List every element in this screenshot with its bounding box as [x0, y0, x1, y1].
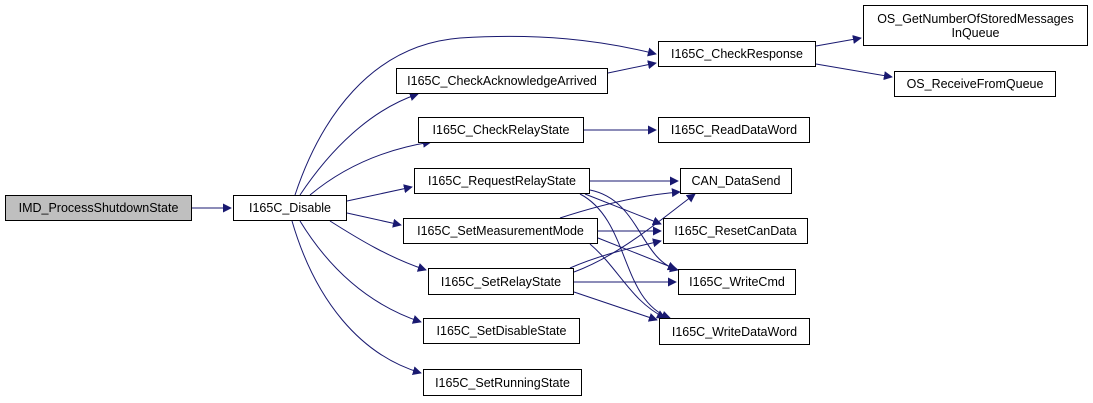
node-label: IMD_ProcessShutdownState [18, 201, 179, 215]
edge-set-measurement-mode-to-write-data-word [589, 243, 666, 319]
node-i165c-set-measurement-mode[interactable]: I165C_SetMeasurementMode [403, 218, 598, 244]
node-can-data-send[interactable]: CAN_DataSend [680, 168, 792, 194]
node-label: I165C_SetDisableState [436, 324, 567, 338]
edge-set-relay-state-to-can-data-send [573, 193, 696, 273]
node-label: I165C_SetMeasurementMode [417, 224, 584, 238]
node-label: OS_GetNumberOfStoredMessages InQueue [877, 11, 1074, 40]
edge-check-response-to-os-get-number [815, 34, 862, 47]
node-label: I165C_CheckAcknowledgeArrived [407, 74, 597, 88]
edge-disable-to-set-disable-state [299, 220, 422, 324]
edge-set-relay-state-to-write-data-word [573, 291, 658, 322]
node-label: I165C_WriteCmd [689, 275, 785, 289]
node-label: I165C_CheckRelayState [432, 123, 570, 137]
node-label: CAN_DataSend [691, 174, 781, 188]
call-edges [192, 34, 893, 376]
node-i165c-write-data-word[interactable]: I165C_WriteDataWord [659, 318, 810, 345]
edge-disable-to-check-response [294, 35, 657, 196]
node-i165c-set-disable-state[interactable]: I165C_SetDisableState [423, 318, 580, 344]
node-os-get-number-of-stored-messages-in-queue[interactable]: OS_GetNumberOfStoredMessages InQueue [863, 5, 1088, 46]
node-os-receive-from-queue[interactable]: OS_ReceiveFromQueue [894, 71, 1056, 97]
node-label: OS_ReceiveFromQueue [906, 77, 1044, 91]
node-i165c-disable[interactable]: I165C_Disable [233, 195, 347, 221]
node-i165c-reset-can-data[interactable]: I165C_ResetCanData [663, 218, 808, 244]
edge-check-acknowledge-to-check-response [607, 60, 657, 74]
node-i165c-check-response[interactable]: I165C_CheckResponse [658, 41, 816, 67]
edge-set-measurement-mode-to-can-data-send [559, 188, 681, 219]
node-i165c-set-running-state[interactable]: I165C_SetRunningState [423, 369, 582, 396]
edge-set-measurement-mode-to-write-cmd [597, 237, 677, 271]
edge-check-response-to-os-receive [815, 63, 893, 81]
node-label: I165C_SetRelayState [440, 274, 562, 289]
node-label: I165C_ReadDataWord [670, 123, 798, 137]
edge-disable-to-set-running-state [291, 220, 422, 376]
node-imd-process-shutdown-state: IMD_ProcessShutdownState [5, 195, 192, 221]
node-label: I165C_WriteDataWord [671, 324, 798, 339]
node-i165c-check-relay-state[interactable]: I165C_CheckRelayState [418, 117, 584, 143]
node-i165c-request-relay-state[interactable]: I165C_RequestRelayState [414, 168, 590, 194]
edge-request-relay-state-to-write-cmd [589, 189, 679, 273]
node-label: I165C_CheckResponse [670, 47, 804, 61]
edge-disable-to-check-acknowledge-arrived [299, 92, 419, 196]
node-i165c-check-acknowledge-arrived[interactable]: I165C_CheckAcknowledgeArrived [396, 68, 608, 94]
node-i165c-write-cmd[interactable]: I165C_WriteCmd [678, 269, 796, 295]
node-label: I165C_RequestRelayState [427, 174, 576, 188]
node-i165c-set-relay-state[interactable]: I165C_SetRelayState [428, 268, 574, 295]
edge-disable-to-check-relay-state [309, 138, 432, 196]
node-label: I165C_ResetCanData [674, 224, 797, 238]
edge-set-relay-state-to-reset-can-data [569, 238, 662, 269]
edge-disable-to-set-measurement-mode [346, 212, 402, 228]
node-i165c-read-data-word[interactable]: I165C_ReadDataWord [658, 117, 810, 143]
edge-request-relay-state-to-write-data-word [579, 193, 671, 320]
edge-disable-to-set-relay-state [329, 220, 427, 272]
node-label: I165C_Disable [249, 201, 331, 215]
node-label: I165C_SetRunningState [435, 375, 570, 390]
edge-disable-to-request-relay-state [346, 184, 413, 202]
